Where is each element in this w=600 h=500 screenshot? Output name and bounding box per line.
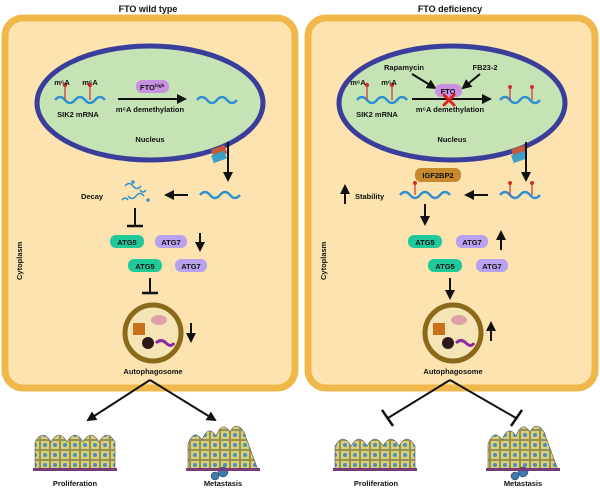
atg7-badge: [476, 259, 508, 272]
proliferation-label: Proliferation: [53, 479, 98, 488]
panel-fto-deficiency: FTO deficiency Rapamycin FB23-2 m⁶A m⁶A …: [304, 4, 599, 488]
nuclear-pore: [511, 144, 528, 164]
atg7-badge: [456, 235, 488, 248]
atg7-label: ATG7: [462, 238, 481, 247]
cytoplasm-label: Cytoplasm: [15, 241, 24, 280]
metastasis-tissue: [186, 425, 260, 481]
atg5-badge: [128, 259, 162, 272]
sik2-mrna-label: SIK2 mRNA: [356, 110, 398, 119]
igf2bp2-label: IGF2BP2: [422, 171, 453, 180]
stabilized-mrna: [399, 181, 451, 200]
atg7-label: ATG7: [181, 262, 200, 271]
metastasis-inhibition-line: [449, 379, 517, 419]
metastasis-arrow: [149, 379, 217, 422]
autophagosome-icon: [122, 302, 184, 364]
atg5-badge: [408, 235, 442, 248]
fto-high-badge: [136, 80, 169, 93]
cytoplasmic-mrna: [199, 190, 241, 200]
autophagosome-label: Autophagosome: [123, 367, 182, 376]
rapamycin-arrow: [411, 73, 437, 90]
proliferation-inhibition-line: [387, 379, 451, 419]
rapamycin-label: Rapamycin: [384, 63, 424, 72]
atg5-label: ATG5: [435, 262, 454, 271]
atg5-label: ATG5: [135, 262, 154, 271]
fto-label: FTO: [441, 87, 456, 96]
metastasis-tissue: [486, 425, 560, 481]
metastasis-label: Metastasis: [204, 479, 242, 488]
metastasis-label: Metastasis: [504, 479, 542, 488]
inhibition-bar: [380, 409, 395, 427]
atg5-label: ATG5: [117, 238, 136, 247]
atg7-badge: [175, 259, 207, 272]
sik2-mrna-demethylated: [196, 95, 238, 105]
m6a-label: m⁶A: [54, 78, 70, 87]
panel-title: FTO deficiency: [418, 4, 482, 14]
cytoplasm-label: Cytoplasm: [319, 241, 328, 280]
nucleus: [34, 43, 266, 163]
proliferation-arrow: [86, 379, 151, 422]
panel-title: FTO wild type: [119, 4, 178, 14]
nucleus-label: Nucleus: [135, 135, 164, 144]
sik2-mrna-label: SIK2 mRNA: [57, 110, 99, 119]
m6a-label: m⁶A: [350, 78, 366, 87]
stability-label: Stability: [355, 192, 385, 201]
proliferation-tissue: [333, 438, 417, 471]
proliferation-label: Proliferation: [354, 479, 399, 488]
proliferation-tissue: [33, 434, 117, 471]
block-x-icon: [442, 93, 456, 107]
fto-badge: [435, 84, 462, 97]
atg5-badge: [110, 235, 144, 248]
nucleus-label: Nucleus: [437, 135, 466, 144]
autophagosome-label: Autophagosome: [423, 367, 482, 376]
sik2-mrna-methylated: [356, 82, 408, 105]
inhibitor-arrow: [461, 73, 481, 90]
atg5-label: ATG5: [415, 238, 434, 247]
igf2bp2-badge: [415, 168, 461, 182]
cytoplasmic-mrna-methylated: [499, 181, 541, 200]
decay-label: Decay: [81, 192, 104, 201]
demethylation-label: m⁶A demethylation: [416, 105, 485, 114]
nuclear-pore: [211, 144, 228, 164]
decayed-rna-icon: [121, 180, 150, 202]
autophagosome-icon: [422, 302, 484, 364]
sik2-mrna-methylated: [54, 82, 106, 105]
panel-wild-type: FTO wild type m⁶A m⁶A SIK2 mRNA FTOhigh …: [1, 4, 299, 488]
inhibition-bar: [509, 409, 524, 427]
atg7-label: ATG7: [482, 262, 501, 271]
m6a-label: m⁶A: [381, 78, 397, 87]
atg7-label: ATG7: [161, 238, 180, 247]
atg5-badge: [428, 259, 462, 272]
fb23-2-label: FB23-2: [472, 63, 497, 72]
fto-label: FTOhigh: [140, 83, 165, 92]
m6a-label: m⁶A: [82, 78, 98, 87]
sik2-mrna-methylated-retained: [499, 85, 541, 105]
demethylation-label: m⁶A demethylation: [116, 105, 185, 114]
atg7-badge: [155, 235, 187, 248]
